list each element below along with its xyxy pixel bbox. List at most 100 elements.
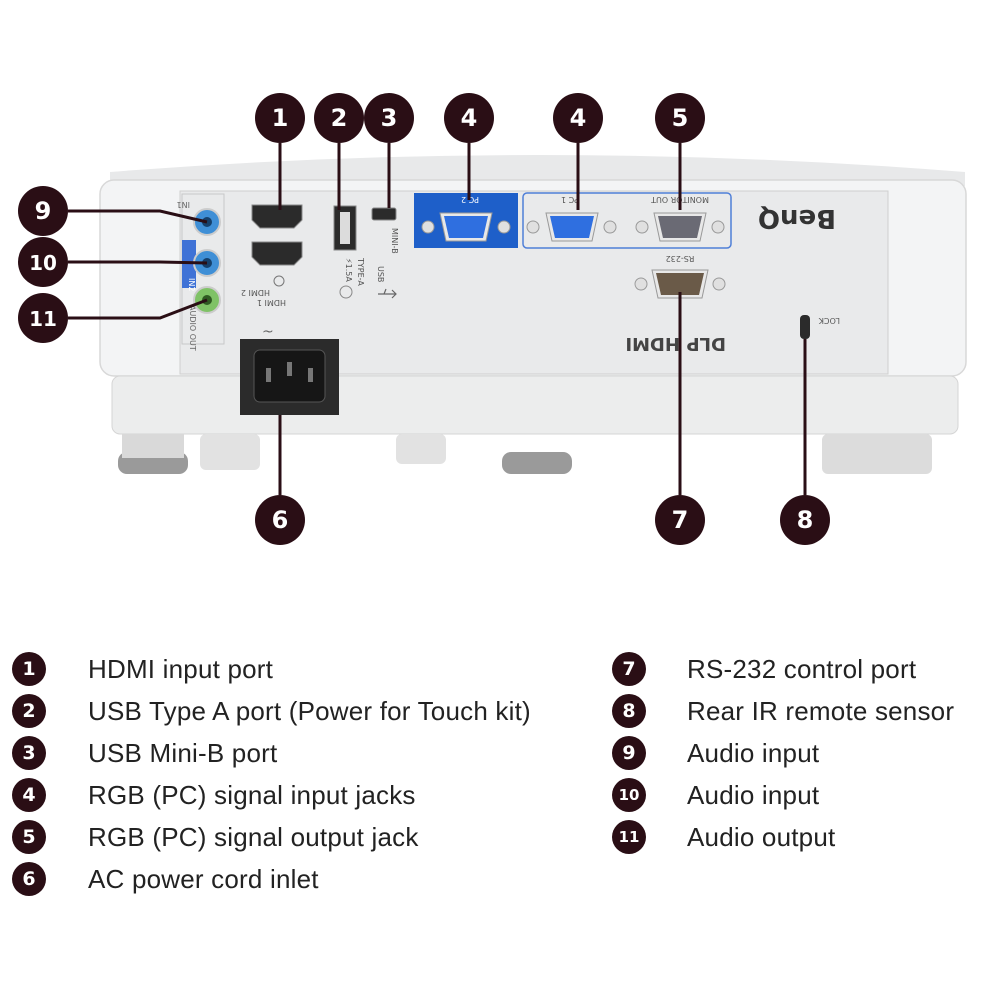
pc2-vga-port[interactable]	[444, 216, 488, 238]
callout-8: 8	[780, 495, 830, 545]
legend-item-5: 5 RGB (PC) signal output jack	[12, 816, 612, 858]
power-section: ~	[240, 324, 339, 415]
hdmi-2-port[interactable]	[251, 241, 303, 266]
hdmi-logo: HDMI	[625, 333, 680, 354]
brand-logo: BenQ	[758, 203, 836, 233]
callout-badge	[18, 186, 68, 236]
legend-right: 7 RS-232 control port 8 Rear IR remote sens…	[612, 648, 1000, 858]
legend-item-9: 9 Audio input	[612, 732, 1000, 774]
callout-2: 2	[314, 93, 364, 143]
legend-item-3: 3 USB Mini-B port	[12, 732, 612, 774]
callout-badge	[444, 93, 494, 143]
callout-number: 9	[35, 197, 52, 225]
lock-label: LOCK	[818, 316, 840, 325]
callout-number: 3	[381, 104, 398, 132]
logo-area: BenQ HDMI DLP LOCK	[625, 203, 840, 354]
callout-badge	[655, 495, 705, 545]
callout-badge	[364, 93, 414, 143]
callout-1: 1	[255, 93, 305, 143]
callout-badge	[553, 93, 603, 143]
legend-item-8: 8 Rear IR remote sensor	[612, 690, 1000, 732]
leader-lines	[68, 143, 807, 495]
audio-out-label: AUDIO OUT	[188, 305, 197, 351]
callout-5: 5	[655, 93, 705, 143]
legend-item-2: 2 USB Type A port (Power for Touch kit)	[12, 690, 612, 732]
callout-6: 6	[255, 495, 305, 545]
callout-3: 3	[364, 93, 414, 143]
legend-number: 5	[12, 820, 46, 854]
dlp-logo: DLP	[686, 333, 726, 354]
legend-item-7: 7 RS-232 control port	[612, 648, 1000, 690]
usb-mini-b-port[interactable]	[371, 207, 397, 221]
legend-number: 11	[612, 820, 646, 854]
touch-kit-icon	[339, 285, 353, 299]
monitor-out-vga-port[interactable]	[658, 216, 702, 238]
callout-4: 4	[444, 93, 494, 143]
legend-label: HDMI input port	[88, 653, 274, 684]
usb-icon	[378, 288, 397, 299]
projector-body	[99, 155, 967, 474]
usb-type-a-label: TYPE-A	[356, 257, 365, 286]
kensington-lock-slot[interactable]	[800, 315, 810, 339]
legend-label: Audio input	[687, 737, 820, 768]
pc1-label: PC 1	[561, 195, 579, 204]
legend-number: 3	[12, 736, 46, 770]
legend-item-6: 6 AC power cord inlet	[12, 858, 612, 900]
in1-label: IN1	[177, 200, 190, 209]
callout-badge	[655, 93, 705, 143]
legend-label: Audio input	[687, 779, 820, 810]
callouts: 1 2 3 4 4 5 6 7 8 9 10 11	[18, 93, 830, 545]
ac-symbol-icon: ~	[262, 324, 274, 340]
hdmi-screw-icon	[273, 275, 285, 287]
hdmi-1-port[interactable]	[251, 204, 303, 229]
legend-label: AC power cord inlet	[88, 863, 319, 894]
callout-badge	[18, 293, 68, 343]
callout-9: 9	[18, 186, 68, 236]
usb-mini-b-label: MINI-B	[390, 228, 399, 254]
callout-11: 11	[18, 293, 68, 343]
callout-badge	[255, 93, 305, 143]
in2-label: IN2	[187, 278, 196, 291]
legend-label: Rear IR remote sensor	[687, 695, 955, 726]
legend-item-4: 4 RGB (PC) signal input jacks	[12, 774, 612, 816]
callout-number: 7	[672, 506, 689, 534]
pc1-vga-port[interactable]	[550, 216, 594, 238]
legend-item-1: 1 HDMI input port	[12, 648, 612, 690]
legend-label: USB Mini-B port	[88, 737, 278, 768]
legend-label: RS-232 control port	[687, 653, 917, 684]
callout-number: 4	[461, 104, 478, 132]
audio-section: IN1 IN2 AUDIO OUT	[177, 193, 225, 351]
rs232-label: RS-232	[666, 254, 695, 263]
callout-number: 10	[29, 251, 57, 275]
legend-number: 6	[12, 862, 46, 896]
hdmi-1-label: HDMI 1	[257, 298, 286, 307]
pc2-section: PC 2	[414, 193, 518, 248]
hdmi-section: HDMI 2 HDMI 1	[241, 204, 303, 307]
legend-label: USB Type A port (Power for Touch kit)	[88, 695, 531, 726]
callout-10: 10	[18, 237, 68, 287]
callout-number: 4	[570, 104, 587, 132]
callout-number: 8	[797, 506, 814, 534]
legend-number: 4	[12, 778, 46, 812]
callout-number: 1	[272, 104, 289, 132]
callout-number: 5	[672, 104, 689, 132]
legend-label: RGB (PC) signal input jacks	[88, 779, 416, 810]
legend-number: 8	[612, 694, 646, 728]
center-foot	[502, 452, 572, 474]
callout-4: 4	[553, 93, 603, 143]
usb-label: USB	[376, 266, 385, 282]
rs232-port[interactable]	[656, 273, 704, 295]
rs232-section: RS-232	[634, 254, 726, 299]
projector-rear-diagram: IN1 IN2 AUDIO OUT HDMI 2 HDMI 1 ⚡1.5A TY…	[18, 93, 967, 545]
callout-number: 11	[29, 307, 57, 331]
pc1-monitor-section: PC 1 MONITOR OUT	[522, 192, 732, 249]
callout-number: 2	[331, 104, 348, 132]
legend-number: 2	[12, 694, 46, 728]
usb-section: ⚡1.5A TYPE-A MINI-B USB	[333, 205, 399, 299]
legend-number: 9	[612, 736, 646, 770]
legend-number: 1	[12, 652, 46, 686]
legend-label: RGB (PC) signal output jack	[88, 821, 419, 852]
legend-number: 7	[612, 652, 646, 686]
